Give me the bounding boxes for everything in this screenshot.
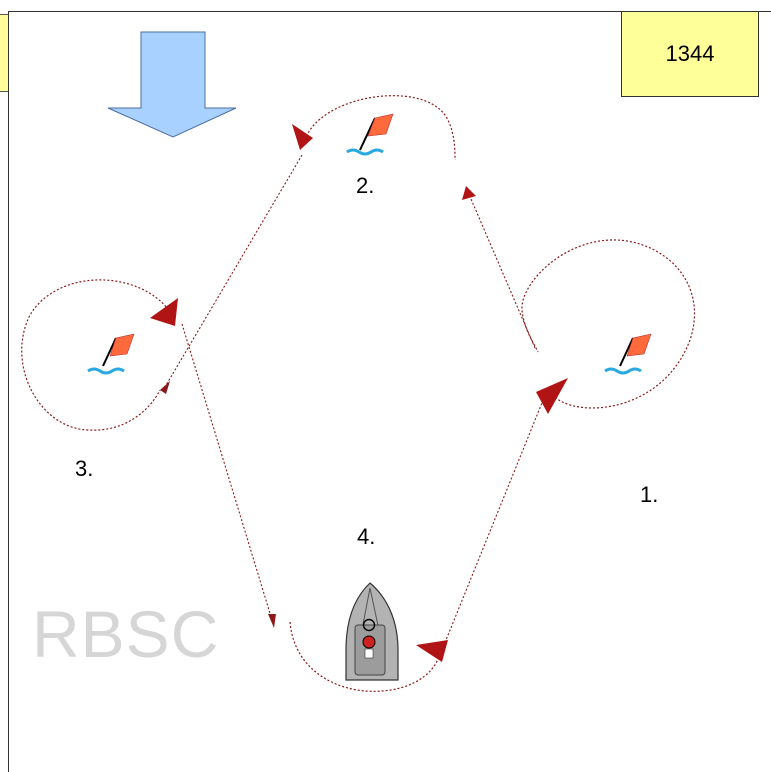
diagram-frame [8, 11, 771, 772]
loop-mark-4 [289, 621, 441, 692]
buoy-flag-icon [346, 113, 394, 156]
mark-2-label: 2. [356, 173, 375, 198]
path-1-to-2 [467, 191, 536, 349]
path-4-to-1 [441, 387, 549, 651]
loop-mark-2 [304, 95, 456, 161]
arrowhead-to-3 [160, 381, 170, 394]
arrowhead-mark-1 [536, 378, 568, 414]
path-3-to-4 [181, 323, 273, 621]
mark-3-label: 3. [75, 456, 94, 481]
path-2-to-3 [161, 154, 303, 393]
mark-1-label: 1. [640, 482, 659, 507]
buoy-flag-icon [604, 333, 652, 375]
arrowhead-to-2 [462, 186, 476, 200]
rbsc-watermark: RBSC [32, 597, 220, 671]
id-number-box: 1344 [621, 11, 759, 97]
arrowhead-mark-2 [292, 124, 313, 150]
arrowhead-mark-3 [150, 298, 178, 326]
loop-mark-1 [521, 239, 696, 409]
wind-arrow-icon [107, 31, 237, 138]
loop-mark-3 [21, 279, 176, 431]
mark-4-label: 4. [357, 524, 376, 549]
arrowhead-mark-4 [416, 640, 448, 662]
boat-icon [345, 582, 399, 681]
arrowhead-to-4 [268, 614, 276, 628]
buoy-flag-icon [87, 333, 135, 375]
